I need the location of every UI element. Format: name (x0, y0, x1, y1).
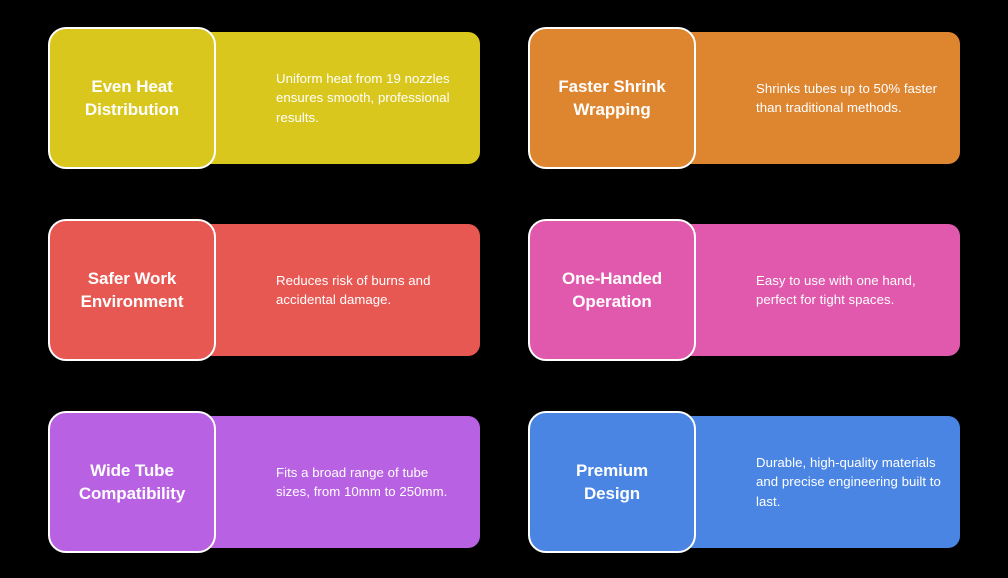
feature-description-panel: Uniform heat from 19 nozzles ensures smo… (180, 32, 480, 164)
feature-description-panel: Shrinks tubes up to 50% faster than trad… (660, 32, 960, 164)
feature-description-text: Shrinks tubes up to 50% faster than trad… (756, 80, 938, 116)
feature-card-faster-shrink-wrapping[interactable]: Shrinks tubes up to 50% faster than trad… (528, 27, 960, 169)
feature-description-text: Reduces risk of burns and accidental dam… (276, 272, 431, 308)
feature-description-panel: Reduces risk of burns and accidental dam… (180, 224, 480, 356)
feature-description-panel: Easy to use with one hand, perfect for t… (660, 224, 960, 356)
feature-description-text: Durable, high-quality materials and prec… (756, 454, 941, 509)
feature-description-panel: Fits a broad range of tube sizes, from 1… (180, 416, 480, 548)
feature-card-one-handed-operation[interactable]: Easy to use with one hand, perfect for t… (528, 219, 960, 361)
feature-card-safer-work-environment[interactable]: Reduces risk of burns and accidental dam… (48, 219, 480, 361)
feature-description-text: Easy to use with one hand, perfect for t… (756, 272, 916, 308)
feature-description-panel: Durable, high-quality materials and prec… (660, 416, 960, 548)
feature-card-premium-design[interactable]: Durable, high-quality materials and prec… (528, 411, 960, 553)
feature-card-even-heat-distribution[interactable]: Uniform heat from 19 nozzles ensures smo… (48, 27, 480, 169)
feature-card-wide-tube-compatibility[interactable]: Fits a broad range of tube sizes, from 1… (48, 411, 480, 553)
feature-description-text: Fits a broad range of tube sizes, from 1… (276, 464, 448, 500)
feature-description-text: Uniform heat from 19 nozzles ensures smo… (276, 70, 450, 125)
